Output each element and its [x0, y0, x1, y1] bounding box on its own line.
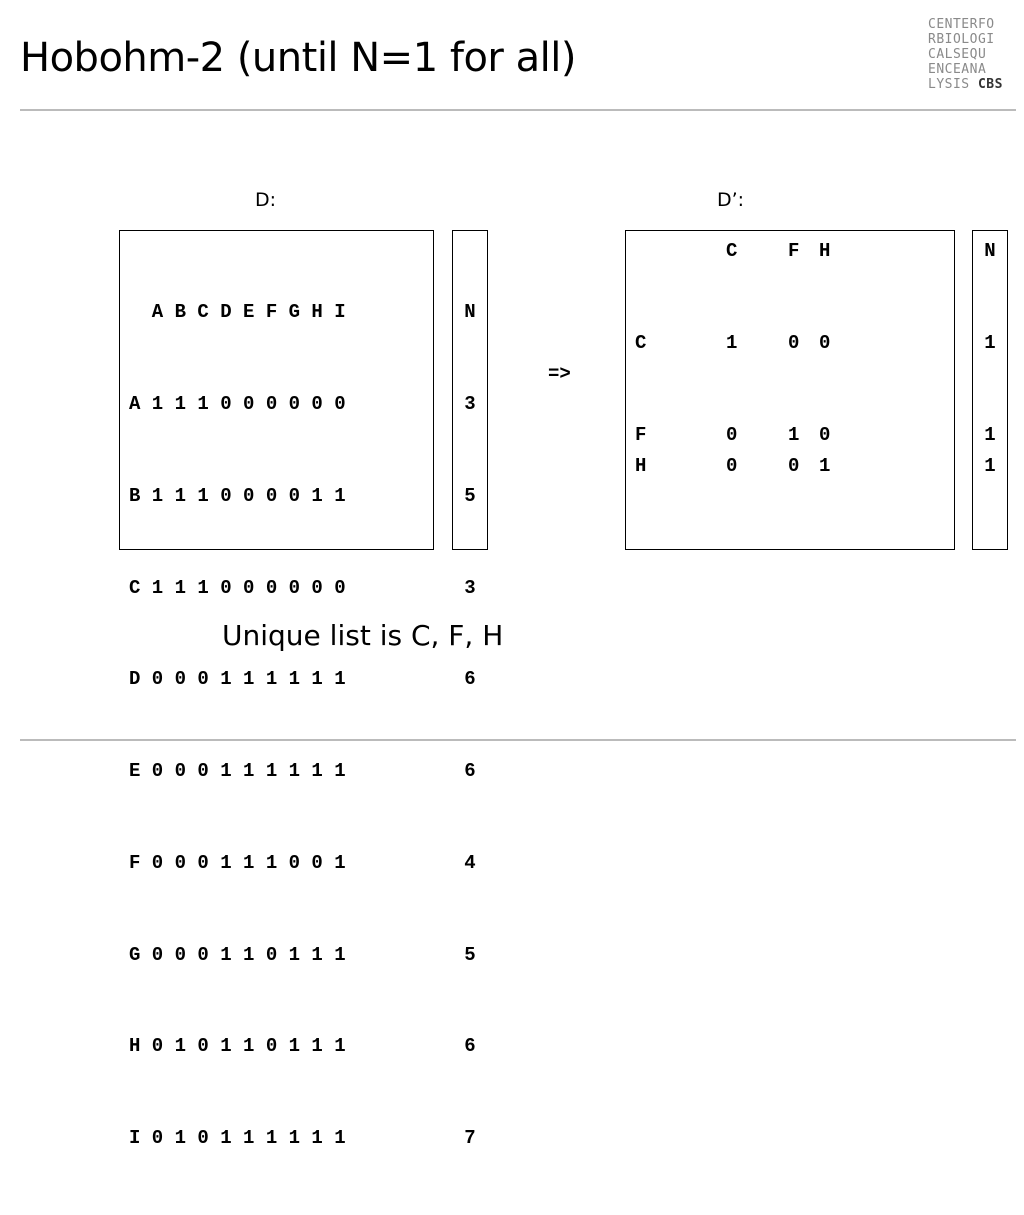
logo-line-4: ENCEANA — [928, 62, 987, 77]
matrix-d-box: A B C D E F G H I A 1 1 1 0 0 0 0 0 0 B … — [119, 230, 434, 1149]
n-d-value: 5 — [464, 484, 476, 507]
n-d-value: 3 — [464, 576, 476, 599]
matrix-d-row: I 0 1 0 1 1 1 1 1 1 — [129, 1127, 346, 1150]
matrix-dprime-cell: 0 — [788, 332, 800, 354]
matrix-dprime-col-header: H — [819, 240, 831, 262]
matrix-d-row: E 0 0 0 1 1 1 1 1 1 — [129, 760, 346, 783]
matrix-d-row: D 0 0 0 1 1 1 1 1 1 — [129, 668, 346, 691]
unique-list-text: Unique list is C, F, H — [222, 619, 504, 652]
bottom-divider — [20, 739, 1016, 741]
matrix-dprime-cell: 1 — [819, 455, 831, 477]
n-dprime-box: N 1 1 1 — [972, 230, 1008, 550]
slide-title: Hobohm-2 (until N=1 for all) — [20, 35, 576, 81]
matrix-d-row: B 1 1 1 0 0 0 0 1 1 — [129, 484, 346, 507]
matrix-dprime-row-label: H — [635, 455, 647, 477]
matrix-d-row: F 0 0 0 1 1 1 0 0 1 — [129, 851, 346, 874]
n-d-value: 6 — [464, 1035, 476, 1058]
n-d-column: N 3 5 3 6 6 4 5 6 7 — [453, 236, 487, 1215]
matrix-d-table: A B C D E F G H I A 1 1 1 0 0 0 0 0 0 B … — [129, 236, 346, 1215]
logo-line-2: RBIOLOGI — [928, 32, 995, 47]
matrix-dprime-box: C F H C 1 0 0 F 0 1 0 H 0 0 1 — [625, 230, 955, 550]
matrix-dprime-cell: 0 — [819, 424, 831, 446]
logo-line-3: CALSEQU — [928, 47, 987, 62]
n-d-value: 4 — [464, 851, 476, 874]
n-dprime-value: 1 — [984, 332, 996, 354]
n-d-value: 7 — [464, 1127, 476, 1150]
n-d-value: 5 — [464, 943, 476, 966]
matrix-dprime-row: F 0 1 0 — [626, 420, 954, 451]
n-d-value: 6 — [464, 760, 476, 783]
matrix-dprime-row: H 0 0 1 — [626, 451, 954, 482]
matrix-dprime-header: C F H — [626, 236, 954, 267]
matrix-dprime-cell: 0 — [726, 424, 738, 446]
matrix-d-header: A B C D E F G H I — [129, 301, 346, 324]
matrix-d-row: H 0 1 0 1 1 0 1 1 1 — [129, 1035, 346, 1058]
logo-line-5: LYSIS CBS — [928, 77, 1003, 92]
matrix-d-row: C 1 1 1 0 0 0 0 0 0 — [129, 576, 346, 599]
n-dprime-header: N — [984, 240, 996, 262]
cbs-logo: CENTERFO RBIOLOGI CALSEQU ENCEANA LYSIS … — [928, 17, 1003, 92]
matrix-dprime-cell: 0 — [788, 455, 800, 477]
n-d-box: N 3 5 3 6 6 4 5 6 7 — [452, 230, 488, 1149]
d-label: D: — [255, 189, 277, 211]
n-d-value: 6 — [464, 668, 476, 691]
logo-line-1: CENTERFO — [928, 17, 995, 32]
matrix-dprime-col-header: C — [726, 240, 738, 262]
matrix-dprime-cell: 0 — [726, 455, 738, 477]
matrix-dprime-row: C 1 0 0 — [626, 328, 954, 359]
matrix-dprime-cell: 0 — [819, 332, 831, 354]
matrix-dprime-row-label: C — [635, 332, 647, 354]
transform-arrow: => — [548, 363, 571, 385]
top-divider — [20, 109, 1016, 111]
logo-line-5-text: LYSIS — [928, 77, 978, 92]
matrix-dprime-cell: 1 — [726, 332, 738, 354]
n-dprime-value: 1 — [984, 424, 996, 446]
matrix-d-row: G 0 0 0 1 1 0 1 1 1 — [129, 943, 346, 966]
matrix-d-row: A 1 1 1 0 0 0 0 0 0 — [129, 392, 346, 415]
matrix-dprime-row-label: F — [635, 424, 647, 446]
n-d-header: N — [464, 301, 476, 324]
logo-cbs-text: CBS — [977, 77, 1003, 92]
n-d-value: 3 — [464, 392, 476, 415]
dprime-label: D’: — [717, 189, 745, 211]
n-dprime-value: 1 — [984, 455, 996, 477]
matrix-dprime-col-header: F — [788, 240, 800, 262]
matrix-dprime-cell: 1 — [788, 424, 800, 446]
